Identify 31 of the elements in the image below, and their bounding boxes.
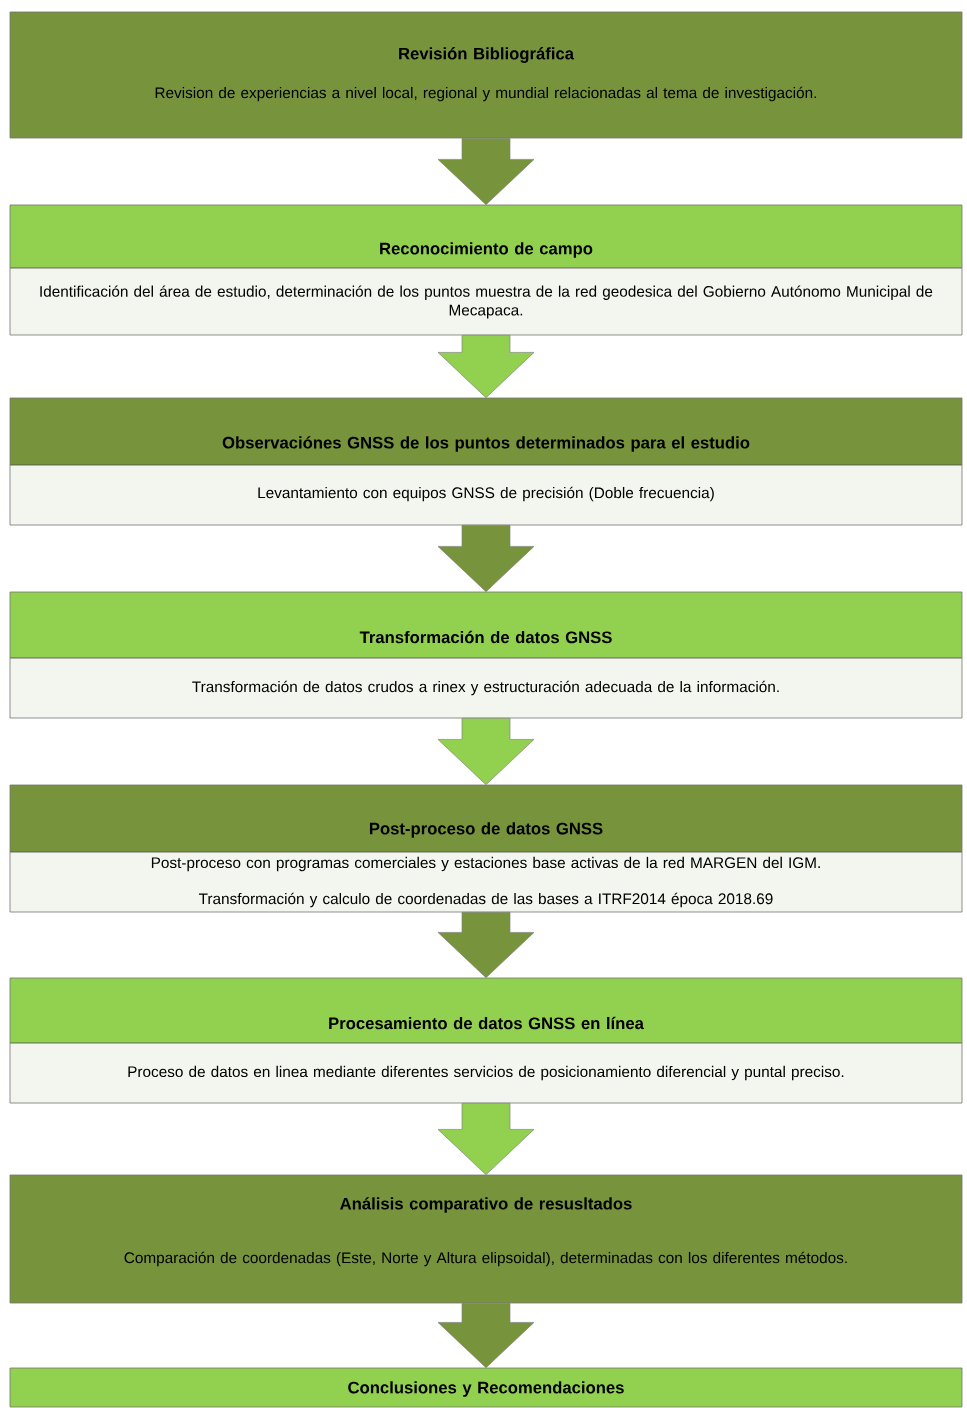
step-box xyxy=(9,204,963,336)
block-arrow xyxy=(437,717,535,786)
step-box xyxy=(9,977,963,1104)
step-description: Comparación de coordenadas (Este, Norte y Altura elipsoidal), determinadas con los diferentes métodos. xyxy=(124,1251,847,1267)
step-description: Transformación de datos crudos a rinex y estructuración adecuada de la información. xyxy=(192,680,779,696)
block-arrow xyxy=(437,911,535,979)
step-description: Post-proceso con programas comerciales y estaciones base activas de la red MARGEN del IGM. xyxy=(151,856,820,872)
step-heading: Procesamiento de datos GNSS en línea xyxy=(329,1016,644,1030)
step-heading: Post-proceso de datos GNSS xyxy=(369,822,603,838)
step-description: Levantamiento con equipos GNSS de precisión (Doble frecuencia) xyxy=(258,486,714,502)
step-description: Identificación del área de estudio, determinación de los puntos muestra de la red geodesica del Gobierno Autónomo Municipal de Mecapaca. xyxy=(40,285,933,319)
step-description: Proceso de datos en linea mediante diferentes servicios de posicionamiento diferencial y puntal preciso. xyxy=(128,1065,844,1081)
block-arrow xyxy=(437,1102,535,1176)
step-box xyxy=(9,397,963,526)
step-heading: Revisión Bibliográfica xyxy=(399,47,575,63)
block-arrow xyxy=(437,1302,535,1369)
step-description: Transformación y calculo de coordenadas de las bases a ITRF2014 época 2018.69 xyxy=(198,892,773,908)
step-heading: Análisis comparativo de resusltados xyxy=(340,1197,632,1213)
step-box xyxy=(9,1367,963,1408)
step-heading: Transformación de datos GNSS xyxy=(359,630,612,644)
step-heading: Reconocimiento de campo xyxy=(380,242,593,258)
step-box xyxy=(9,784,963,913)
step-heading: Conclusiones y Recomendaciones xyxy=(348,1381,624,1397)
step-box xyxy=(9,591,963,719)
step-heading: Observaciónes GNSS de los puntos determinados para el estudio xyxy=(222,436,750,452)
block-arrow xyxy=(437,524,535,593)
step-box xyxy=(9,11,963,139)
step-description: Revision de experiencias a nivel local, regional y mundial relacionadas al tema de investigación. xyxy=(155,86,816,102)
step-box xyxy=(9,1174,963,1304)
block-arrow xyxy=(437,137,535,206)
block-arrow xyxy=(437,334,535,399)
